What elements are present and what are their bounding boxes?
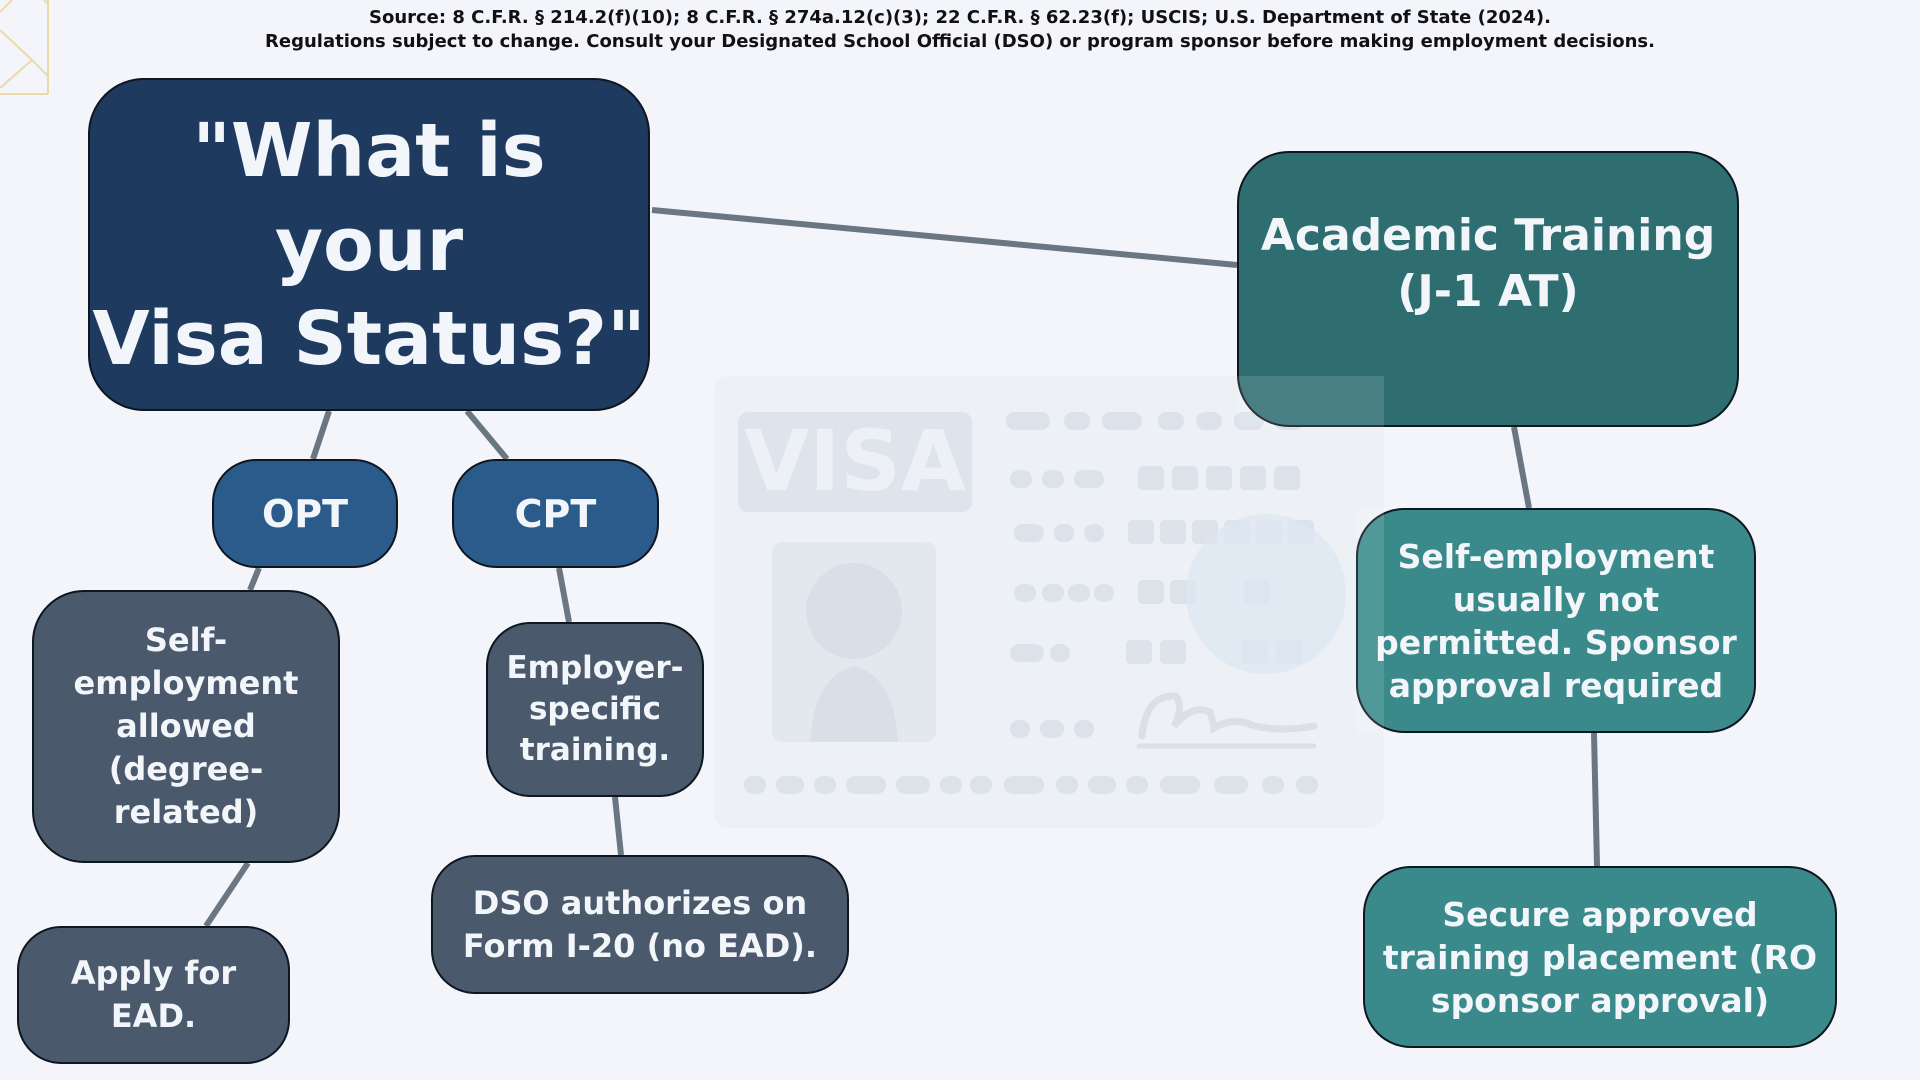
- cpt-node: CPT: [452, 459, 659, 568]
- j1-step-line: sponsor approval): [1430, 980, 1770, 1020]
- decorative-corner-lines-icon: [0, 0, 49, 95]
- connector-root-to-academic: [651, 207, 1238, 268]
- academic-training-sublabel: (J-1 AT): [1397, 266, 1579, 317]
- opt-detail-line: employment: [73, 664, 299, 702]
- opt-step-line: EAD.: [110, 997, 197, 1035]
- academic-training-node: Academic Training (J-1 AT): [1237, 151, 1739, 427]
- opt-step-line: Apply for: [70, 954, 237, 992]
- cpt-dso-authorizes-node: DSO authorizes on Form I-20 (no EAD).: [431, 855, 849, 994]
- connector-cpt-detail-to-step: [612, 796, 624, 856]
- connector-j1-detail-to-step: [1591, 732, 1600, 867]
- connector-academic-to-detail: [1511, 426, 1532, 509]
- cpt-detail-line: Employer-: [506, 650, 684, 686]
- opt-self-employment-node: Self- employment allowed (degree- relate…: [32, 590, 340, 863]
- connector-root-to-opt: [310, 410, 332, 460]
- root-question-line1: "What is your: [192, 107, 546, 288]
- j1-detail-line: approval required: [1388, 665, 1724, 705]
- opt-detail-line: allowed: [116, 707, 256, 745]
- source-citation: Source: 8 C.F.R. § 214.2(f)(10); 8 C.F.R…: [368, 7, 1551, 28]
- opt-label: OPT: [261, 491, 349, 536]
- opt-detail-line: related): [113, 793, 259, 831]
- connector-opt-to-detail: [247, 566, 262, 592]
- cpt-step-line: DSO authorizes on: [472, 883, 808, 922]
- cpt-detail-line: training.: [519, 732, 671, 768]
- academic-training-label: Academic Training: [1260, 210, 1716, 261]
- j1-self-employment-node: Self-employment usually not permitted. S…: [1356, 508, 1756, 733]
- root-question-node: "What is your Visa Status?": [88, 78, 650, 411]
- svg-text:VISA: VISA: [744, 412, 966, 510]
- root-question-line2: Visa Status?": [92, 295, 646, 382]
- j1-step-line: training placement (RO: [1382, 937, 1818, 977]
- j1-secure-placement-node: Secure approved training placement (RO s…: [1363, 866, 1837, 1048]
- opt-detail-line: Self-: [144, 621, 228, 659]
- cpt-detail-line: specific: [528, 691, 661, 727]
- connector-root-to-cpt: [464, 409, 510, 461]
- j1-detail-line: permitted. Sponsor: [1375, 622, 1737, 662]
- cpt-employer-specific-node: Employer- specific training.: [486, 622, 704, 797]
- cpt-label: CPT: [514, 491, 597, 536]
- j1-step-line: Secure approved: [1442, 894, 1758, 934]
- j1-detail-line: Self-employment: [1397, 536, 1715, 576]
- connector-cpt-to-detail: [556, 567, 572, 623]
- opt-detail-line: (degree-: [108, 750, 264, 788]
- visa-card-watermark-icon: VISA: [714, 376, 1384, 828]
- cpt-step-line: Form I-20 (no EAD).: [462, 926, 818, 965]
- opt-apply-ead-node: Apply for EAD.: [17, 926, 290, 1064]
- connector-opt-detail-to-step: [203, 861, 251, 928]
- j1-detail-line: usually not: [1452, 579, 1660, 619]
- disclaimer-text: Regulations subject to change. Consult y…: [265, 31, 1655, 52]
- opt-node: OPT: [212, 459, 398, 568]
